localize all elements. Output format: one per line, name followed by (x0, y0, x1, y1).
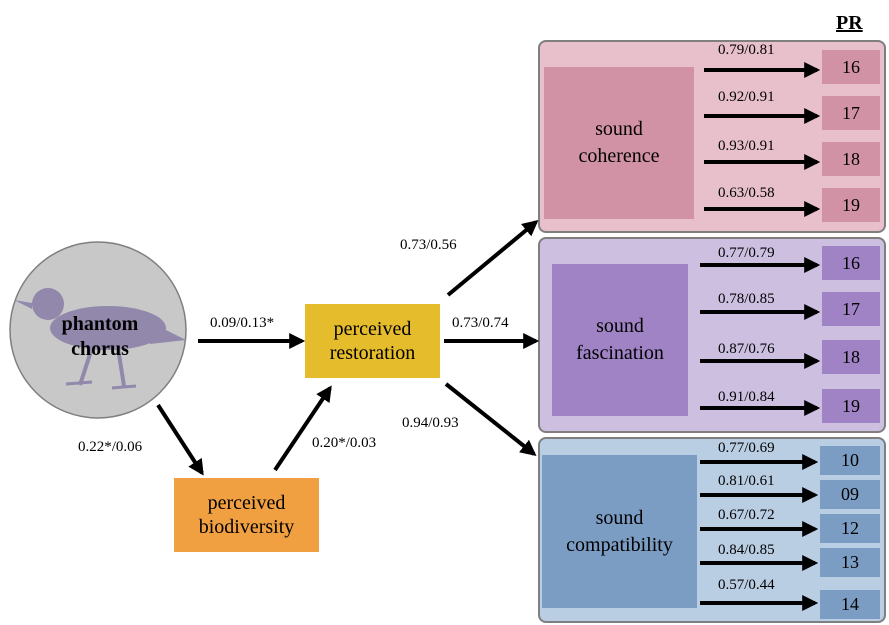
phantom-line1: phantom (61, 313, 139, 335)
arrow-phantom-biodiversity (156, 403, 204, 476)
loading-label: 0.93/0.91 (718, 138, 775, 154)
path-coef-phantom-restoration: 0.09/0.13* (210, 315, 275, 331)
pr-item: 09 (820, 480, 880, 509)
node-line2: biodiversity (198, 516, 295, 538)
latent-sound-compatibility: sound compatibility (542, 455, 697, 608)
loading-label: 0.57/0.44 (718, 577, 775, 593)
pr-item: 16 (822, 246, 880, 280)
node-line2: restoration (329, 342, 416, 364)
pr-item: 18 (822, 340, 880, 374)
loading-label: 0.78/0.85 (718, 291, 775, 307)
path-coef-biodiversity-restoration: 0.20*/0.03 (312, 435, 377, 451)
latent-line2: fascination (576, 342, 664, 364)
pr-item: 13 (820, 548, 880, 577)
path-coef-restoration-fascination: 0.73/0.74 (452, 315, 509, 331)
pr-item: 16 (822, 50, 880, 84)
node-line1: perceived (333, 318, 412, 340)
loading-label: 0.81/0.61 (718, 473, 775, 489)
latent-line1: sound (595, 118, 643, 140)
path-coef-restoration-coherence: 0.73/0.56 (400, 237, 457, 253)
latent-line2: coherence (578, 145, 660, 167)
path-coef-restoration-compatibility: 0.94/0.93 (402, 415, 459, 431)
latent-line1: sound (595, 506, 644, 529)
loading-label: 0.79/0.81 (718, 42, 775, 58)
pr-item: 14 (820, 590, 880, 619)
arrow-restoration-compatibility (444, 382, 537, 456)
arrow-biodiversity-restoration (273, 385, 332, 472)
phantom-line2: chorus (71, 338, 129, 360)
loading-label: 0.84/0.85 (718, 542, 775, 558)
loading-label: 0.77/0.69 (718, 440, 775, 456)
pr-item: 17 (822, 96, 880, 130)
pr-header: PR (836, 12, 863, 34)
arrow-restoration-coherence (446, 219, 539, 297)
loading-label: 0.92/0.91 (718, 89, 775, 105)
pr-item: 19 (822, 389, 880, 423)
loading-label: 0.63/0.58 (718, 185, 775, 201)
latent-line1: sound (596, 315, 644, 337)
loading-label: 0.87/0.76 (718, 341, 775, 357)
phantom-chorus-label: phantom chorus (40, 312, 160, 362)
pr-item: 18 (822, 142, 880, 176)
loading-label: 0.91/0.84 (718, 389, 775, 405)
pr-item: 12 (820, 514, 880, 543)
bird-icon (14, 288, 186, 390)
node-line1: perceived (207, 492, 286, 514)
path-coef-phantom-biodiversity: 0.22*/0.06 (78, 439, 143, 455)
pr-item: 17 (822, 292, 880, 326)
loading-label: 0.77/0.79 (718, 245, 775, 261)
latent-sound-fascination: sound fascination (552, 264, 688, 416)
latent-sound-coherence: sound coherence (544, 67, 694, 219)
latent-line2: compatibility (566, 533, 673, 556)
pr-item: 10 (820, 446, 880, 475)
pr-item: 19 (822, 188, 880, 222)
loading-label: 0.67/0.72 (718, 507, 775, 523)
